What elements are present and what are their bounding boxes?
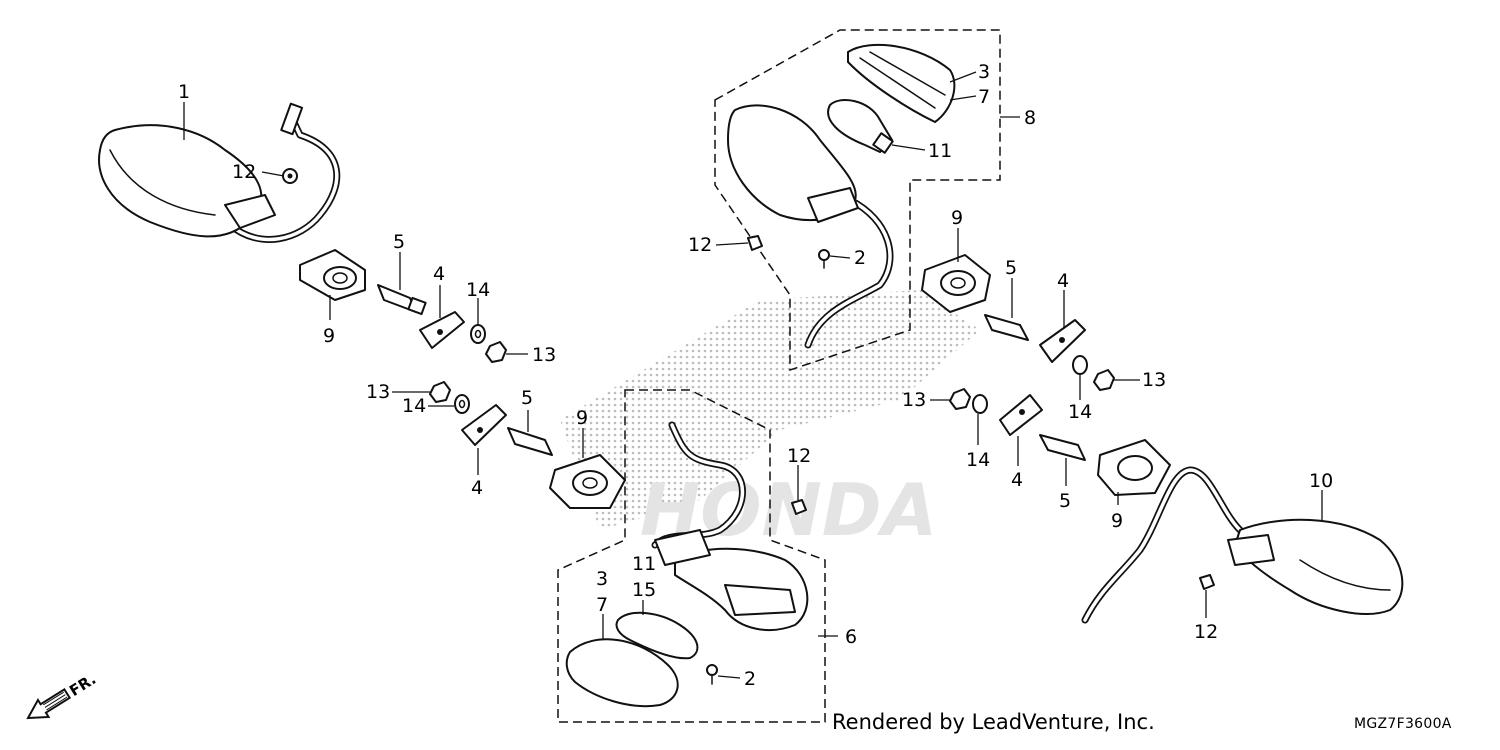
callout-4-middle-left: 4 <box>471 477 483 499</box>
callout-5-upper-left: 5 <box>393 231 405 253</box>
plate-4-upper-left[interactable] <box>419 311 465 349</box>
callout-12-bottom: 12 <box>787 445 811 467</box>
assembly-boundary-6 <box>557 389 826 723</box>
callout-labels: 1 12 5 9 4 14 13 13 14 5 9 4 3 7 8 11 12… <box>178 61 1333 690</box>
callout-14-upper-right: 14 <box>1068 401 1092 423</box>
callout-8: 8 <box>1024 107 1036 129</box>
callout-6: 6 <box>845 626 857 648</box>
callout-14-middle-right: 14 <box>966 449 990 471</box>
lens-3-bottom[interactable] <box>565 638 679 708</box>
socket-9-upper-left[interactable] <box>299 249 366 301</box>
callout-9-middle-left: 9 <box>576 407 588 429</box>
leader-lines <box>183 71 1323 679</box>
bulb-15[interactable] <box>615 611 699 660</box>
assembly-boundary-8 <box>714 29 1001 372</box>
bulb-socket-5-middle-left[interactable] <box>507 427 553 456</box>
callout-11-top: 11 <box>928 140 952 162</box>
screw-2-bottom[interactable] <box>706 664 718 685</box>
plate-4-upper-right[interactable] <box>1039 319 1086 363</box>
plate-4-middle-left[interactable] <box>461 404 507 446</box>
callout-9-upper-right: 9 <box>951 207 963 229</box>
callout-13-middle-left: 13 <box>366 381 390 403</box>
diagram-code: MGZ7F3600A <box>1354 716 1452 732</box>
nut-13-upper-left[interactable] <box>485 341 507 363</box>
callout-11-bottom: 11 <box>632 553 656 575</box>
bulb-socket-5-upper-right[interactable] <box>984 314 1029 341</box>
callout-12-left: 12 <box>232 161 256 183</box>
turn-signal-housing-10[interactable] <box>1081 466 1404 624</box>
washer-14-middle-right[interactable] <box>972 394 988 414</box>
screw-2-top[interactable] <box>818 249 830 269</box>
front-direction-label: FR. <box>66 670 99 700</box>
callout-3-bottom: 3 <box>596 568 608 590</box>
bolt-12-bottom[interactable] <box>791 499 807 515</box>
callout-10: 10 <box>1309 470 1333 492</box>
bolt-12-top[interactable] <box>747 235 763 251</box>
callout-2-bottom: 2 <box>744 668 756 690</box>
socket-9-upper-right[interactable] <box>921 254 991 313</box>
callout-4-upper-right: 4 <box>1057 270 1069 292</box>
callout-7-top: 7 <box>978 86 990 108</box>
callout-4-middle-right: 4 <box>1011 469 1023 491</box>
callout-13-upper-right: 13 <box>1142 369 1166 391</box>
callout-13-middle-right: 13 <box>902 389 926 411</box>
turn-signal-housing-6[interactable] <box>651 421 809 631</box>
washer-14-upper-right[interactable] <box>1072 355 1088 375</box>
callout-3-top: 3 <box>978 61 990 83</box>
callout-2-top: 2 <box>854 247 866 269</box>
socket-9-lower-right[interactable] <box>1097 439 1171 496</box>
turn-signal-housing-8[interactable] <box>727 104 894 349</box>
watermark: HONDA <box>560 290 980 552</box>
callout-14-upper-left: 14 <box>466 279 490 301</box>
bulb-socket-5-upper-left[interactable] <box>377 284 427 316</box>
callout-1: 1 <box>178 81 190 103</box>
callout-4-upper-left: 4 <box>433 263 445 285</box>
nut-13-middle-right[interactable] <box>949 388 971 410</box>
credit-text: Rendered by LeadVenture, Inc. <box>832 710 1155 734</box>
turn-signal-housing-1[interactable] <box>98 102 341 243</box>
callout-13-upper-left: 13 <box>532 344 556 366</box>
callout-5-upper-right: 5 <box>1005 257 1017 279</box>
front-direction-arrow-icon: FR. <box>26 670 99 720</box>
callout-15: 15 <box>632 579 656 601</box>
washer-14-middle-left[interactable] <box>454 394 470 414</box>
socket-9-middle-left[interactable] <box>549 454 626 509</box>
bulb-11-top[interactable] <box>827 99 894 154</box>
callout-12-right: 12 <box>1194 621 1218 643</box>
callout-9-lower-right: 9 <box>1111 510 1123 532</box>
callout-14-middle-left: 14 <box>402 395 426 417</box>
nut-13-middle-left[interactable] <box>429 381 451 403</box>
callout-9-upper-left: 9 <box>323 325 335 347</box>
callout-5-middle-left: 5 <box>521 387 533 409</box>
plate-4-middle-right[interactable] <box>999 394 1043 436</box>
callout-12-top: 12 <box>688 234 712 256</box>
callout-5-middle-right: 5 <box>1059 490 1071 512</box>
bulb-socket-5-middle-right[interactable] <box>1039 434 1086 461</box>
bolt-12-right[interactable] <box>1199 574 1215 590</box>
callout-7-bottom: 7 <box>596 594 608 616</box>
washer-14-upper-left[interactable] <box>470 324 486 344</box>
nut-13-upper-right[interactable] <box>1093 369 1115 391</box>
bolt-12-left[interactable] <box>282 168 298 184</box>
